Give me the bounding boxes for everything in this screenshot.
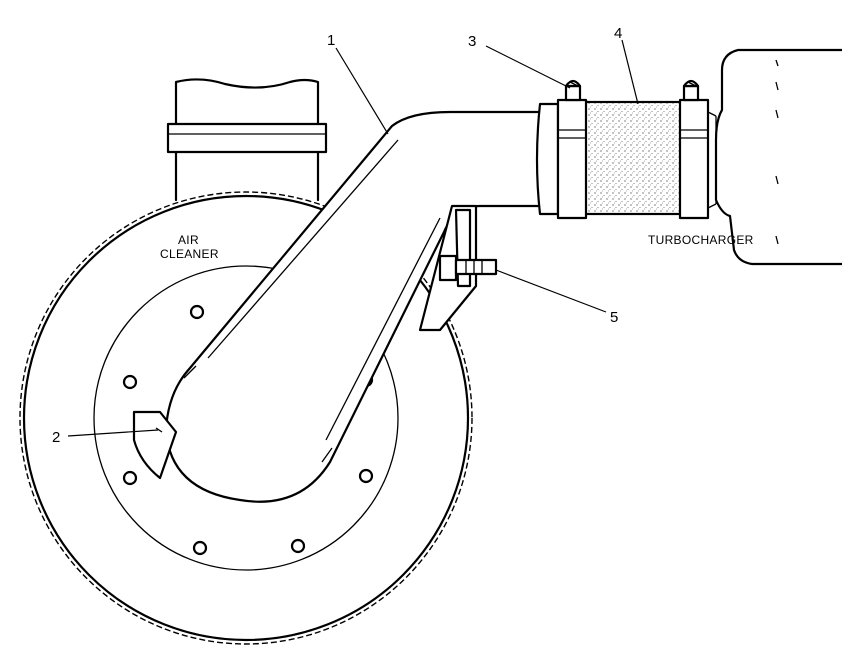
callout-2: 2 xyxy=(52,429,60,446)
callout-4: 4 xyxy=(614,25,622,42)
mounting-bolt xyxy=(438,254,498,282)
turbocharger-housing xyxy=(707,48,842,266)
turbo-edge-marks xyxy=(775,59,779,245)
callout-1: 1 xyxy=(327,32,335,49)
drain-tab xyxy=(132,410,178,480)
air-cleaner-label-line1: AIR xyxy=(178,233,199,247)
turbocharger-label: TURBOCHARGER xyxy=(648,233,754,247)
outlet-bead xyxy=(535,102,560,216)
hose-clamp-left xyxy=(556,79,588,220)
upper-duct xyxy=(166,78,328,202)
air-cleaner-label-line2: CLEANER xyxy=(160,247,219,261)
callout-3: 3 xyxy=(468,33,476,50)
leader-lines xyxy=(67,39,639,437)
hose-clamp-right xyxy=(678,79,710,220)
callout-5: 5 xyxy=(610,309,618,326)
rubber-hose xyxy=(580,100,694,216)
